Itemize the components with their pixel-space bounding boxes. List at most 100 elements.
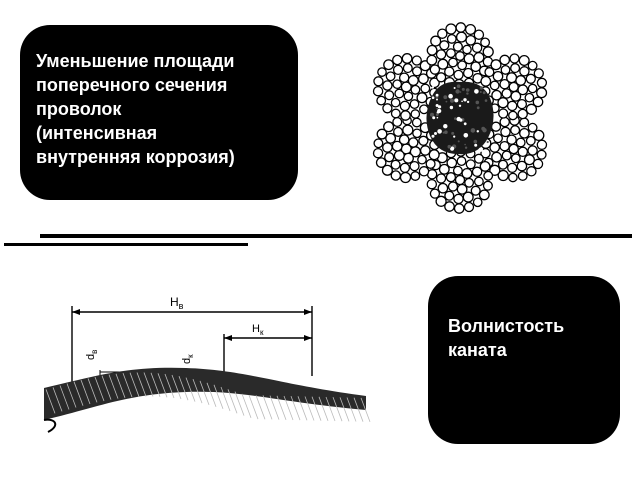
strand-line <box>115 373 126 398</box>
wire-circle <box>399 100 411 112</box>
corrosion-speck <box>459 91 462 93</box>
wire-circle <box>373 76 384 87</box>
wire-circle <box>471 166 483 178</box>
wire-circle <box>525 73 536 84</box>
wire-circle <box>385 71 396 82</box>
wire-circle <box>462 191 474 203</box>
wire-circle <box>416 92 428 104</box>
corrosion-speck <box>461 87 465 91</box>
corrosion-speck <box>443 124 448 129</box>
wire-circle <box>447 181 459 192</box>
wire-circle <box>473 153 484 164</box>
strand-line <box>262 395 273 420</box>
dimension-segment: Hк <box>223 323 312 384</box>
wire-circle <box>510 125 521 136</box>
wire-circle <box>410 109 421 119</box>
corrosion-speck <box>453 87 456 89</box>
wire-circle <box>498 108 509 119</box>
corroded-core <box>426 81 494 155</box>
corrosion-speck <box>456 116 461 122</box>
wire-circle <box>435 173 447 184</box>
wire-circle <box>445 48 456 59</box>
corrosion-speck <box>465 88 470 92</box>
strand-line <box>108 374 119 399</box>
corrosion-speck <box>454 117 457 120</box>
wire-circle <box>411 55 422 66</box>
wire-circle <box>489 142 501 153</box>
corrosion-speck <box>454 98 459 103</box>
wire-circle <box>519 66 530 77</box>
wire-circle <box>445 23 457 35</box>
divider-line <box>4 243 248 246</box>
wavy-rope <box>43 367 371 433</box>
corrosion-speck <box>431 134 435 138</box>
wire-circle <box>455 22 467 33</box>
wire-circle <box>525 103 538 115</box>
corrosion-speck <box>430 112 434 117</box>
wire-circle <box>473 176 484 187</box>
wire-circle <box>527 60 538 71</box>
wire-circle <box>455 31 468 43</box>
wire-circle <box>384 90 395 101</box>
corrosion-speck <box>451 131 455 135</box>
wire-circle <box>491 89 502 101</box>
corrosion-speck <box>474 89 479 94</box>
wire-circle <box>435 72 447 83</box>
wire-circle <box>473 51 485 64</box>
corrosion-speck <box>432 116 436 120</box>
wire-circle <box>398 134 410 146</box>
strand-line <box>234 391 245 416</box>
strand-line <box>332 397 343 422</box>
rope-side-view-illustration: Hв Hк dв dк <box>43 295 371 433</box>
wire-circle <box>527 145 538 156</box>
wire-circle <box>455 51 465 61</box>
wire-circle <box>489 80 500 91</box>
wire-circle <box>384 152 395 163</box>
strand-line <box>360 397 371 423</box>
wire-circle <box>506 134 517 145</box>
strand-line <box>241 393 252 419</box>
wire-circle <box>444 66 455 77</box>
strand-line <box>45 389 56 414</box>
strand-line <box>157 373 168 398</box>
corrosion-text-line: поперечного сечения <box>36 75 228 95</box>
wire-circle <box>411 117 422 128</box>
wire-circle <box>479 160 491 172</box>
strand-line <box>101 375 112 400</box>
wire-circle <box>381 164 393 176</box>
wire-circle <box>510 153 521 164</box>
corrosion-speck <box>461 100 463 103</box>
corrosion-speck <box>436 107 439 110</box>
wire-circle <box>499 140 510 152</box>
wire-circle <box>510 90 522 102</box>
wire-circle <box>392 116 403 128</box>
wire-circle <box>445 172 457 183</box>
wire-circle <box>500 126 511 138</box>
wire-circle <box>418 135 429 146</box>
corrosion-speck <box>463 122 467 126</box>
wire-circle <box>509 53 520 64</box>
wire-circle <box>497 169 509 182</box>
waviness-text-line: Волнистость <box>448 316 565 336</box>
wire-circle <box>508 110 518 121</box>
wire-circle <box>419 145 431 156</box>
strand-line <box>290 395 301 421</box>
wire-circle <box>382 103 393 114</box>
strand-line <box>276 395 287 420</box>
corrosion-speck <box>435 113 439 116</box>
strand-line <box>255 395 266 420</box>
corrosion-speck <box>479 91 482 93</box>
corrosion-speck <box>473 139 478 144</box>
corrosion-speck <box>482 91 486 95</box>
wire-circle <box>501 88 512 99</box>
corrosion-speck <box>445 100 448 103</box>
strand-line <box>171 374 182 400</box>
rope-body <box>44 367 366 420</box>
wire-circle <box>453 193 464 205</box>
wire-circle <box>478 189 490 201</box>
wire-circle <box>373 138 384 149</box>
wire-circle <box>533 129 545 142</box>
wire-circle <box>501 150 512 161</box>
wire-circle <box>491 151 503 163</box>
corrosion-speck <box>475 100 480 105</box>
